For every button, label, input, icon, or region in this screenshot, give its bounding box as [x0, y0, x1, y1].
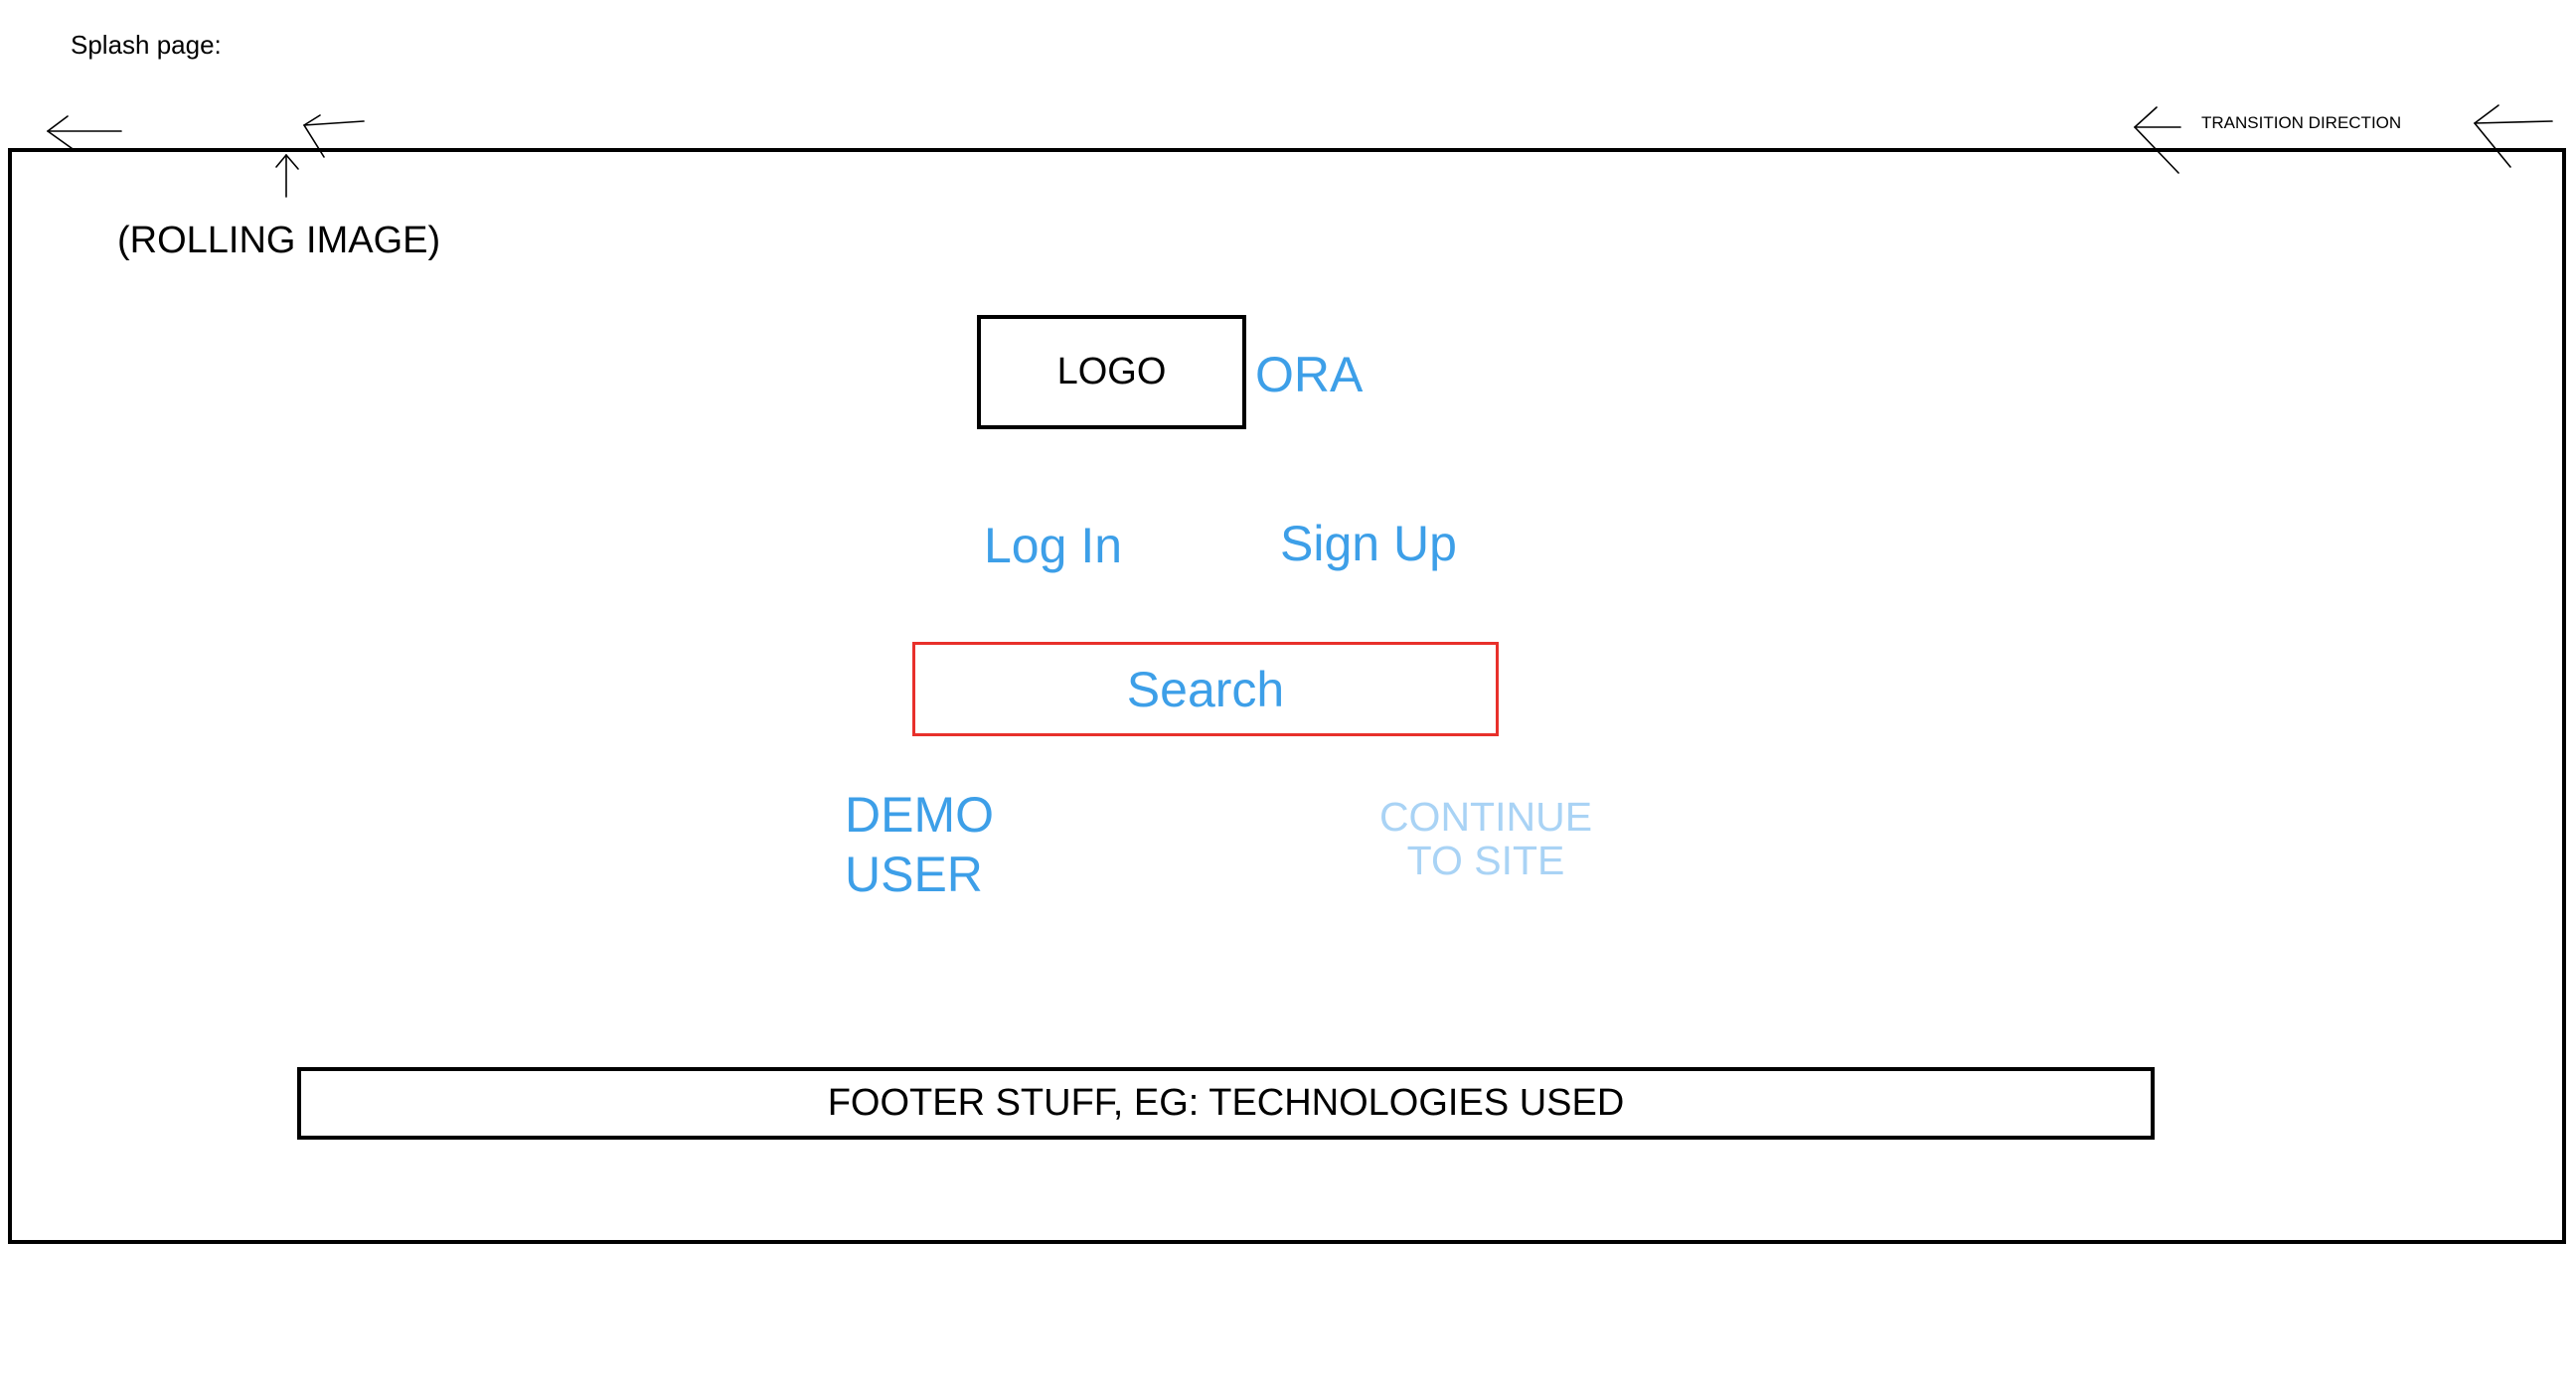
- rolling-image-label: (ROLLING IMAGE): [117, 220, 441, 261]
- search-input[interactable]: [912, 642, 1499, 736]
- footer-text: FOOTER STUFF, EG: TECHNOLOGIES USED: [827, 1082, 1625, 1124]
- login-link[interactable]: Log In: [984, 518, 1123, 573]
- arrow-left-icon: [47, 115, 122, 152]
- footer: FOOTER STUFF, EG: TECHNOLOGIES USED: [297, 1067, 2155, 1140]
- logo[interactable]: LOGO: [977, 315, 1246, 429]
- logo-label: LOGO: [1056, 351, 1167, 392]
- continue-to-site-link[interactable]: CONTINUE TO SITE: [1378, 794, 1593, 883]
- page-label: Splash page:: [71, 30, 222, 60]
- demo-user-link[interactable]: DEMO USER: [845, 787, 994, 902]
- brand-name: ORA: [1255, 347, 1364, 402]
- signup-link[interactable]: Sign Up: [1280, 516, 1457, 571]
- splash-frame: [8, 148, 2566, 1244]
- transition-direction-label: TRANSITION DIRECTION: [2201, 113, 2402, 132]
